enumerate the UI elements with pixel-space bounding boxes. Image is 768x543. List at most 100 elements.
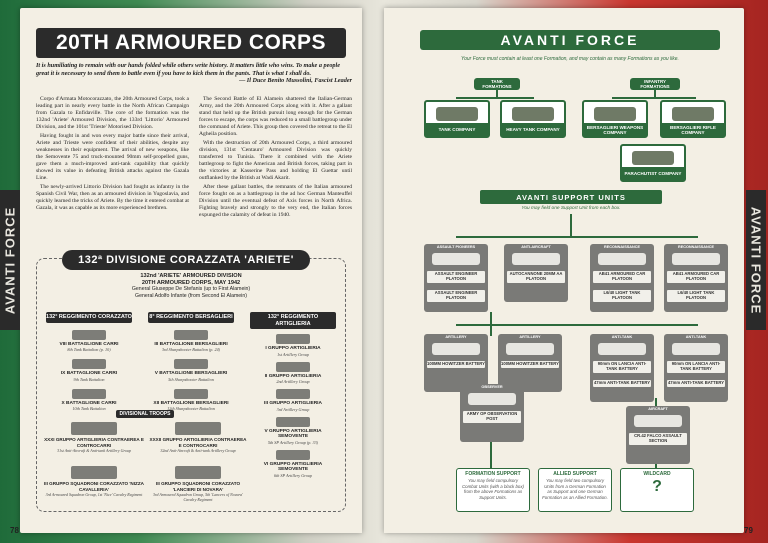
biplane-icon <box>634 415 682 427</box>
allied-support-box: ALLIED SUPPORT You may field two compuls… <box>538 468 612 512</box>
aa-gun-icon <box>71 422 117 435</box>
quote-attribution: — Il Duce Benito Mussolini, Fascist Lead… <box>239 77 352 84</box>
armoured-car-icon <box>71 466 117 479</box>
paragraph: Having fought in and won every major bat… <box>36 133 189 181</box>
artillery-icon <box>276 389 310 399</box>
paragraph: With the destruction of 20th Armoured Co… <box>199 140 352 181</box>
regiment-header: 8° REGGIMENTO BERSAGLIERI <box>148 312 234 323</box>
artillery-icon <box>276 361 310 372</box>
connector-line <box>456 97 534 99</box>
tank-icon <box>436 107 478 121</box>
armoured-car-icon <box>598 253 646 265</box>
left-page <box>20 8 362 533</box>
intro-quote: It is humiliating to remain with our han… <box>36 62 352 85</box>
formation-box[interactable]: PARACHUTIST COMPANY <box>620 144 686 182</box>
connector-line <box>496 90 498 98</box>
right-side-tab: AVANTI FORCE <box>746 190 766 330</box>
regiment-header: 132° REGGIMENTO CORAZZATO <box>46 312 132 323</box>
division-banner: 132ª DIVISIONE CORAZZATA 'ARIETE' <box>62 250 310 270</box>
connector-line <box>456 236 698 238</box>
page-number-right: 79 <box>744 526 753 535</box>
tank-icon <box>72 388 106 399</box>
infantry-formations-tag: INFANTRY FORMATIONS <box>630 78 680 90</box>
connector-line <box>570 214 572 238</box>
paragraph: Corpo d'Armata Motocorazzato, the 20th A… <box>36 96 189 130</box>
connector-line <box>612 97 696 99</box>
sp-gun-icon <box>276 449 310 460</box>
formation-box[interactable]: BERSAGLIERI WEAPONS COMPANY <box>582 100 648 138</box>
paragraph: After these gallant battles, the remnant… <box>199 184 352 218</box>
left-side-tab: AVANTI FORCE <box>0 190 20 330</box>
wildcard-box[interactable]: WILDCARD ? <box>620 468 694 512</box>
intro-text: Corpo d'Armata Motocorazzato, the 20th A… <box>36 96 352 246</box>
howitzer-icon <box>432 343 480 355</box>
support-units-banner: AVANTI SUPPORT UNITS <box>480 190 662 204</box>
regiment-header: 132° REGGIMENTO ARTIGLIERIA <box>250 312 336 329</box>
armoured-car-icon <box>175 466 221 479</box>
infantry-icon <box>594 107 636 121</box>
truck-gun-icon <box>672 343 720 355</box>
infantry-icon <box>174 388 208 399</box>
force-subtitle: Your Force must contain at least one For… <box>461 56 679 62</box>
support-units-subtitle: You may field one Support Unit from each… <box>521 206 621 211</box>
formation-box[interactable]: HEAVY TANK COMPANY <box>500 100 566 138</box>
regiment-artillery: 132° REGGIMENTO ARTIGLIERIA I GRUPPO ART… <box>250 312 336 478</box>
force-title: AVANTI FORCE <box>420 30 720 50</box>
connector-line <box>456 324 698 326</box>
paragraph: The newly-arrived Littorio Division had … <box>36 184 189 211</box>
infantry-icon <box>174 359 208 369</box>
question-mark-icon: ? <box>652 478 662 495</box>
divisional-unit: XXXII GRUPPO ARTIGLIERIA CONTRAEREA E CO… <box>148 422 248 453</box>
quote-text: It is humiliating to remain with our han… <box>36 62 340 77</box>
infantry-icon <box>174 329 208 340</box>
divisional-unit: III GRUPPO SQUADRONI CORAZZATO 'NIZZA CA… <box>44 466 144 497</box>
formation-box[interactable]: BERSAGLIERI RIFLE COMPANY <box>660 100 726 138</box>
paragraph: The Second Battle of El Alamein shattere… <box>199 96 352 137</box>
aa-gun-icon <box>512 253 560 265</box>
truck-gun-icon <box>175 422 221 435</box>
armoured-car-icon <box>672 253 720 265</box>
tank-icon <box>72 359 106 369</box>
regiment-bersaglieri: 8° REGGIMENTO BERSAGLIERI III BATTAGLION… <box>148 312 234 411</box>
connector-line <box>654 90 656 98</box>
sp-gun-icon <box>276 416 310 427</box>
artillery-icon <box>276 334 310 344</box>
page-number-left: 78 <box>10 526 19 535</box>
formation-box[interactable]: TANK COMPANY <box>424 100 490 138</box>
formation-support-box: FORMATION SUPPORT You may field compulso… <box>456 468 530 512</box>
tank-formations-tag: TANK FORMATIONS <box>474 78 520 90</box>
divisional-unit: III GRUPPO SQUADRONI CORAZZATO 'LANCIERI… <box>148 466 248 502</box>
regiment-tank: 132° REGGIMENTO CORAZZATO VIII BATTAGLIO… <box>46 312 132 411</box>
division-subtitle: 132nd 'ARIETE' ARMOURED DIVISION 20TH AR… <box>131 273 251 299</box>
divisional-troops-header: DIVISIONAL TROOPS <box>116 410 174 418</box>
paratrooper-icon <box>632 151 674 165</box>
tank-icon <box>72 329 106 340</box>
page-title: 20TH ARMOURED CORPS <box>36 28 346 58</box>
tank-icon <box>512 107 554 121</box>
truck-gun-icon <box>598 343 646 355</box>
observer-vehicle-icon <box>468 393 516 405</box>
howitzer-icon <box>506 343 554 355</box>
divisional-unit: XXXI GRUPPO ARTIGLIERIA CONTRAEREA E CON… <box>44 422 144 453</box>
infantry-icon <box>672 107 714 121</box>
